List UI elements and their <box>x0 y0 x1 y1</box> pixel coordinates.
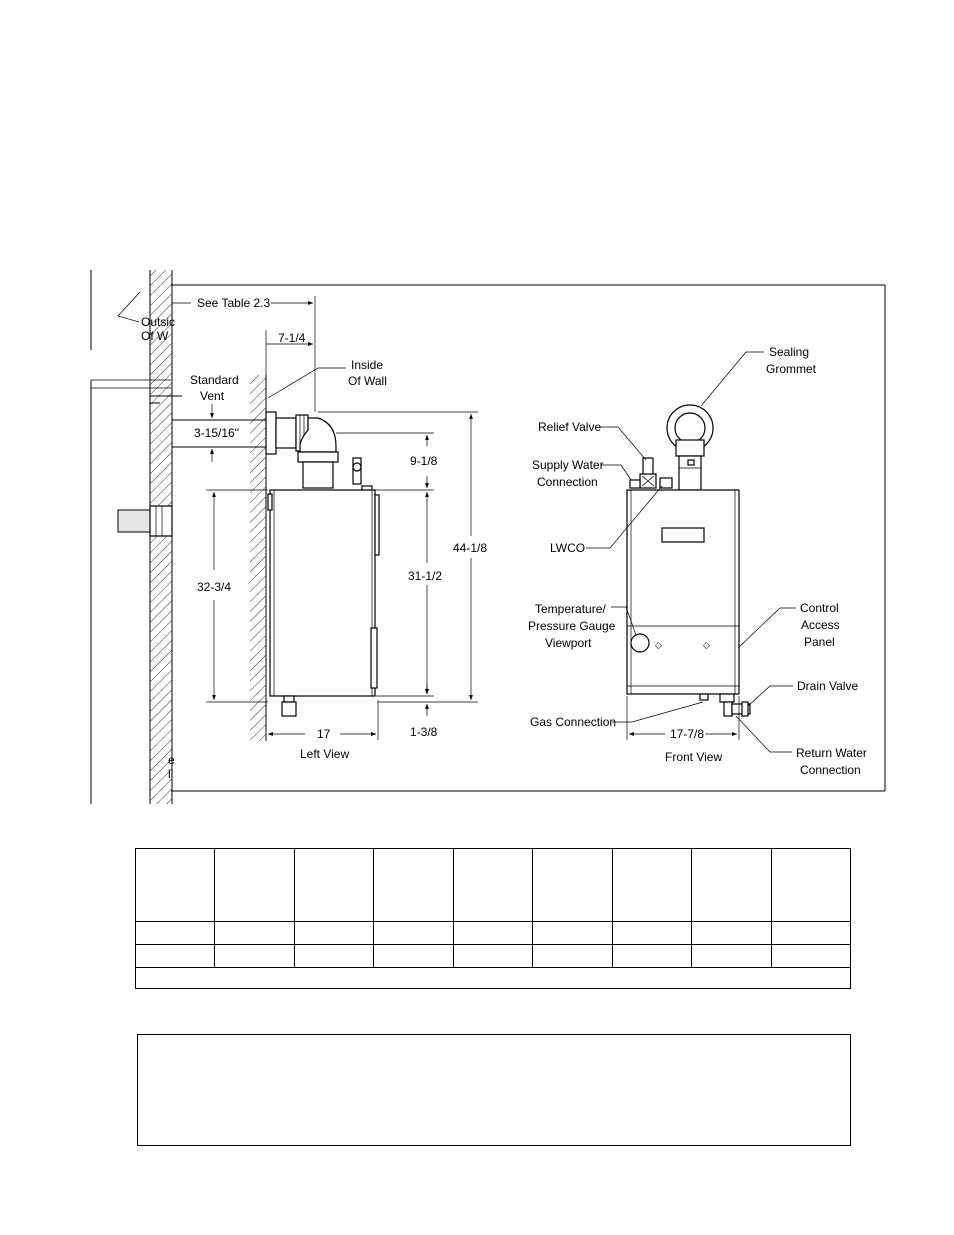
dim-31-1-2: 31-1/2 <box>408 569 442 583</box>
dim-44-1-8: 44-1/8 <box>453 541 487 555</box>
bottom-wall-label-line2: ll <box>168 767 173 781</box>
outside-wall-label: Outsic Of W e ll <box>117 291 175 781</box>
dim-17-7-8: 17-7/8 <box>670 727 704 741</box>
table-cell <box>214 921 295 945</box>
dim-32-3-4: 32-3/4 <box>197 580 231 594</box>
wall-termination <box>117 505 173 537</box>
table-cell <box>611 921 693 945</box>
bottom-wall-label-line1: e <box>168 753 175 767</box>
return-water-label-line1: Return Water <box>796 746 867 760</box>
table-row <box>134 921 851 945</box>
table-cell <box>611 848 693 922</box>
temp-gauge-label-line1: Temperature/ <box>535 602 606 616</box>
table-cell <box>770 921 851 945</box>
sealing-grommet-label-line2: Grommet <box>766 362 817 376</box>
left-view-dimensions: See Table 2.3 7-1/4 Inside Of Wall Stand… <box>172 296 487 761</box>
table-cell <box>532 848 613 922</box>
table-cell <box>770 848 851 922</box>
table-cell <box>293 944 375 968</box>
table-header-row <box>134 848 851 922</box>
inside-wall-label-line1: Inside <box>351 358 383 372</box>
table-cell <box>373 848 454 922</box>
control-panel-label-line3: Panel <box>804 635 835 649</box>
table-cell <box>532 921 613 945</box>
inside-wall-label-line2: Of Wall <box>348 374 387 388</box>
table-cell <box>452 848 534 922</box>
note-box <box>137 1034 851 1146</box>
dim-9-1-8: 9-1/8 <box>410 454 438 468</box>
drain-valve-label: Drain Valve <box>797 679 858 693</box>
table-cell <box>770 944 851 968</box>
table-cell <box>452 921 534 945</box>
table-cell <box>293 921 375 945</box>
outside-wall-label-line1: Outsic <box>141 315 175 329</box>
outside-wall <box>149 270 173 804</box>
supply-water-label-line1: Supply Water <box>532 458 604 472</box>
standard-vent-label-line2: Vent <box>200 389 225 403</box>
svg-text:◇: ◇ <box>655 640 662 650</box>
table-cell <box>134 921 216 945</box>
table-cell <box>611 944 693 968</box>
table-cell <box>134 848 216 922</box>
standard-vent-label-line1: Standard <box>190 373 239 387</box>
table-cell <box>452 944 534 968</box>
table-footer-row <box>135 967 851 989</box>
temp-gauge-label-line3: Viewport <box>545 636 592 650</box>
sealing-grommet-label-line1: Sealing <box>769 345 809 359</box>
table-cell <box>293 848 375 922</box>
table-cell <box>134 944 216 968</box>
table-cell <box>373 944 454 968</box>
temp-gauge-label-line2: Pressure Gauge <box>528 619 616 633</box>
table-row <box>134 944 851 968</box>
diagram-frame <box>90 270 886 804</box>
left-view-caption: Left View <box>300 747 349 761</box>
table-cell <box>691 848 772 922</box>
dim-3-15-16: 3-15/16" <box>194 426 239 440</box>
dim-7-1-4: 7-1/4 <box>278 331 306 345</box>
relief-valve-label: Relief Valve <box>538 420 601 434</box>
table-cell <box>373 921 454 945</box>
left-view-boiler <box>265 411 380 717</box>
return-water-label-line2: Connection <box>800 763 861 777</box>
table-cell <box>214 848 295 922</box>
table-cell <box>532 944 613 968</box>
front-view-labels: Sealing Grommet Relief Valve Supply Wate… <box>528 345 867 777</box>
see-table-label: See Table 2.3 <box>197 296 270 310</box>
gas-connection-label: Gas Connection <box>530 715 616 729</box>
boiler-dimension-diagram: Outsic Of W e ll <box>90 270 886 804</box>
svg-text:◇: ◇ <box>703 640 710 650</box>
table-cell <box>214 944 295 968</box>
front-view-caption: Front View <box>665 750 722 764</box>
dim-1-3-8: 1-3/8 <box>410 725 438 739</box>
dim-17: 17 <box>317 727 331 741</box>
control-panel-label-line1: Control <box>800 601 839 615</box>
lwco-label: LWCO <box>550 541 585 555</box>
table-cell <box>691 944 772 968</box>
front-view-boiler: ◇ ◇ <box>626 404 751 717</box>
dimension-table <box>134 848 851 989</box>
table-cell <box>691 921 772 945</box>
supply-water-label-line2: Connection <box>537 475 598 489</box>
table-footnote-cell <box>135 967 851 989</box>
inside-wall <box>250 375 267 741</box>
outside-wall-label-line2: Of W <box>141 329 169 343</box>
control-panel-label-line2: Access <box>801 618 840 632</box>
